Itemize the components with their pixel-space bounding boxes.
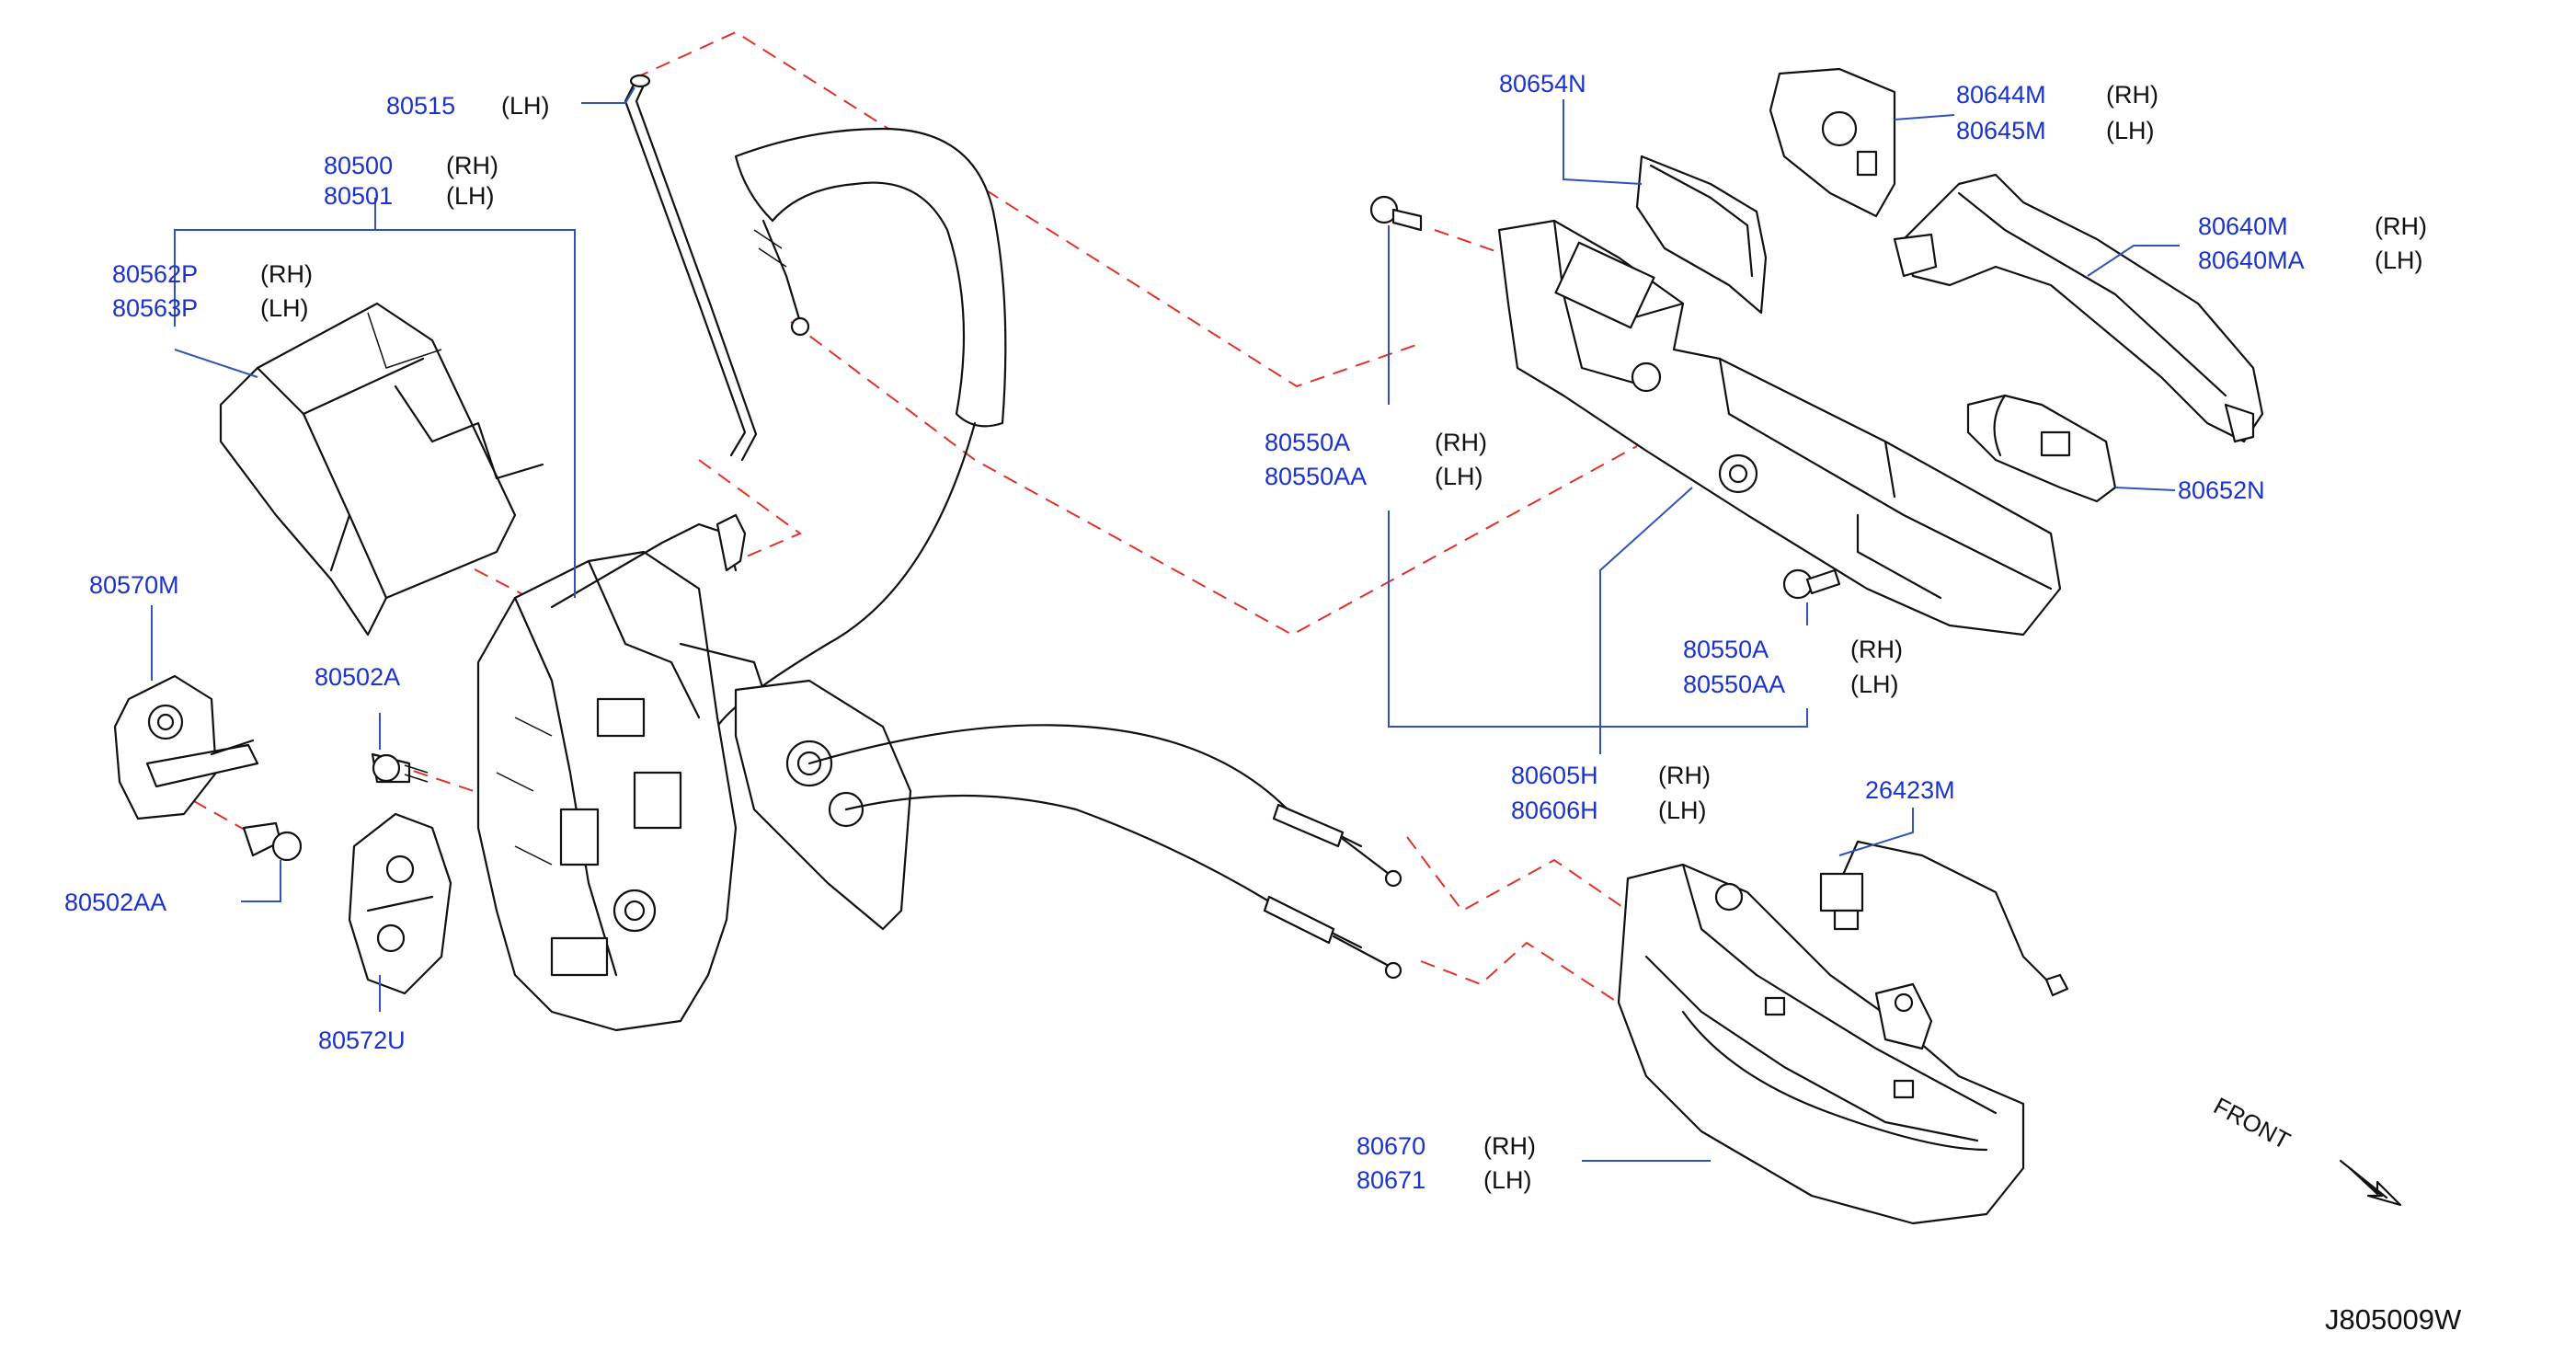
part-number: 80563P (112, 294, 198, 322)
escutcheon-80644M-illustration (1769, 67, 1896, 218)
side-label: (RH) (2106, 81, 2158, 109)
diagram-id: J805009W (2325, 1303, 2462, 1336)
callout-80502AA: 80502AA (64, 889, 166, 916)
front-label: FRONT (2209, 1092, 2295, 1155)
part-number: 80572U (318, 1027, 406, 1054)
striker-80570M-illustration (113, 674, 259, 820)
part-number: 80654N (1499, 70, 1586, 98)
part-number: 80501 (324, 182, 393, 210)
callout-80550A-top: 80550A (RH) (1265, 429, 1487, 456)
bolt-80502AA-illustration (242, 821, 303, 862)
key-cylinder-cap-80652N-illustration (1966, 394, 2117, 503)
side-label: (RH) (260, 260, 313, 288)
callout-26423M: 26423M (1865, 776, 1955, 804)
side-label: (LH) (260, 294, 309, 322)
side-label: (LH) (2106, 117, 2155, 144)
handle-frame-80605H-illustration (1497, 219, 2062, 637)
side-label: (RH) (2375, 212, 2427, 240)
part-number: 80670 (1357, 1132, 1425, 1160)
part-number: 80550AA (1683, 671, 1785, 698)
callout-80570M: 80570M (89, 571, 179, 599)
leader-lines (151, 86, 2180, 1162)
part-number: 80515 (386, 92, 455, 120)
screw-80550A-top-illustration (1369, 195, 1423, 232)
callout-80501: 80501 (LH) (324, 182, 495, 210)
part-number: 80502AA (64, 889, 166, 916)
callout-80670: 80670 (RH) (1357, 1132, 1536, 1160)
outside-handle-80640M-illustration (1893, 173, 2264, 443)
side-label: (RH) (1658, 762, 1711, 789)
part-number: 80605H (1511, 762, 1598, 789)
side-label: (RH) (1483, 1132, 1536, 1160)
part-number: 80652N (2178, 476, 2265, 504)
part-number: 80640MA (2198, 247, 2305, 274)
callout-80652N: 80652N (2178, 476, 2265, 504)
callout-80645M: 80645M (LH) (1956, 117, 2155, 144)
side-label: (LH) (501, 92, 550, 120)
gasket-80654N-illustration (1635, 155, 1768, 315)
part-number: 80502A (315, 663, 400, 691)
part-number: 80550AA (1265, 463, 1367, 490)
harness-26423M-illustration (1819, 840, 2069, 997)
part-number: 80645M (1956, 117, 2046, 144)
part-number: 80606H (1511, 797, 1598, 824)
part-number: 80640M (2198, 212, 2288, 240)
shim-80572U-illustration (348, 812, 452, 995)
callout-80502A: 80502A (315, 663, 400, 691)
part-number: 80671 (1357, 1166, 1425, 1194)
callout-80640MA: 80640MA (LH) (2198, 247, 2423, 274)
side-label: (LH) (1850, 671, 1899, 698)
part-number: 80550A (1265, 429, 1350, 456)
callout-80671: 80671 (LH) (1357, 1166, 1532, 1194)
callout-80500: 80500 (RH) (324, 152, 498, 179)
part-number: 80562P (112, 260, 198, 288)
callout-80572U: 80572U (318, 1027, 406, 1054)
side-label: (LH) (446, 182, 495, 210)
callout-80640M: 80640M (RH) (2198, 212, 2427, 240)
part-number: 26423M (1865, 776, 1955, 804)
callout-80562P: 80562P (RH) (112, 260, 313, 288)
side-label: (RH) (1850, 636, 1903, 663)
lock-bracket-illustration (734, 679, 1402, 980)
inside-handle-80670-illustration (1617, 863, 2025, 1225)
rod-80515-illustration (624, 74, 758, 462)
callout-80563P: 80563P (LH) (112, 294, 309, 322)
callout-80550AA-bottom: 80550AA (LH) (1683, 671, 1899, 698)
part-number: 80570M (89, 571, 179, 599)
side-label: (LH) (1435, 463, 1483, 490)
screw-80550A-bottom-illustration (1782, 568, 1841, 600)
bolt-80502A-illustration (371, 752, 429, 784)
side-label: (LH) (2375, 247, 2423, 274)
side-label: (LH) (1483, 1166, 1532, 1194)
front-arrow-icon (2339, 1159, 2402, 1207)
protector-80562P-illustration (219, 302, 544, 637)
side-label: (RH) (1435, 429, 1487, 456)
callout-80550A-bottom: 80550A (RH) (1683, 636, 1903, 663)
side-label: (LH) (1658, 797, 1707, 824)
callout-80654N: 80654N (1499, 70, 1586, 98)
callout-80644M: 80644M (RH) (1956, 81, 2158, 109)
callout-80550AA-top: 80550AA (LH) (1265, 463, 1483, 490)
part-number: 80550A (1683, 636, 1769, 663)
callout-80606H: 80606H (LH) (1511, 797, 1707, 824)
callout-80515: 80515 (LH) (386, 92, 550, 120)
side-label: (RH) (446, 152, 498, 179)
inside-handle-cable-illustration (716, 127, 1007, 728)
part-number: 80500 (324, 152, 393, 179)
part-number: 80644M (1956, 81, 2046, 109)
callout-80605H: 80605H (RH) (1511, 762, 1711, 789)
door-lock-80500-illustration (476, 513, 774, 1032)
